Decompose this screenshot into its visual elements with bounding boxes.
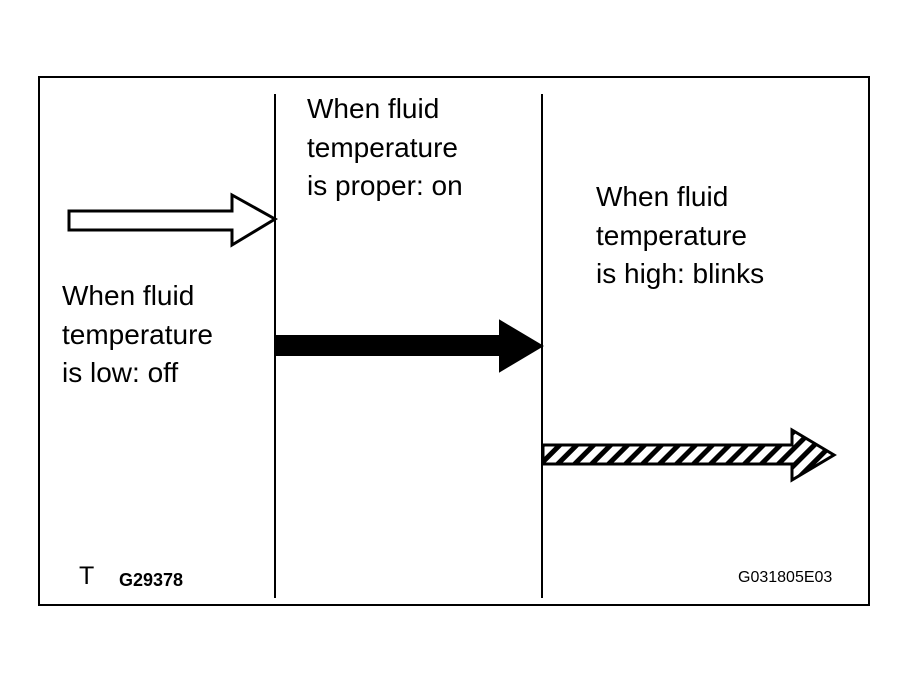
high-temp-label: When fluid temperature is high: blinks (596, 181, 765, 289)
corner-mark: T (79, 562, 95, 590)
left-figure-code: G29378 (119, 570, 184, 590)
on-arrow (275, 319, 544, 373)
diagram-frame (38, 76, 870, 606)
proper-temp-label: When fluid temperature is proper: on (307, 93, 463, 201)
blink-arrow (541, 427, 837, 483)
right-figure-code: G031805E03 (738, 569, 833, 586)
off-arrow (67, 192, 278, 248)
low-temp-label: When fluid temperature is low: off (62, 280, 213, 388)
